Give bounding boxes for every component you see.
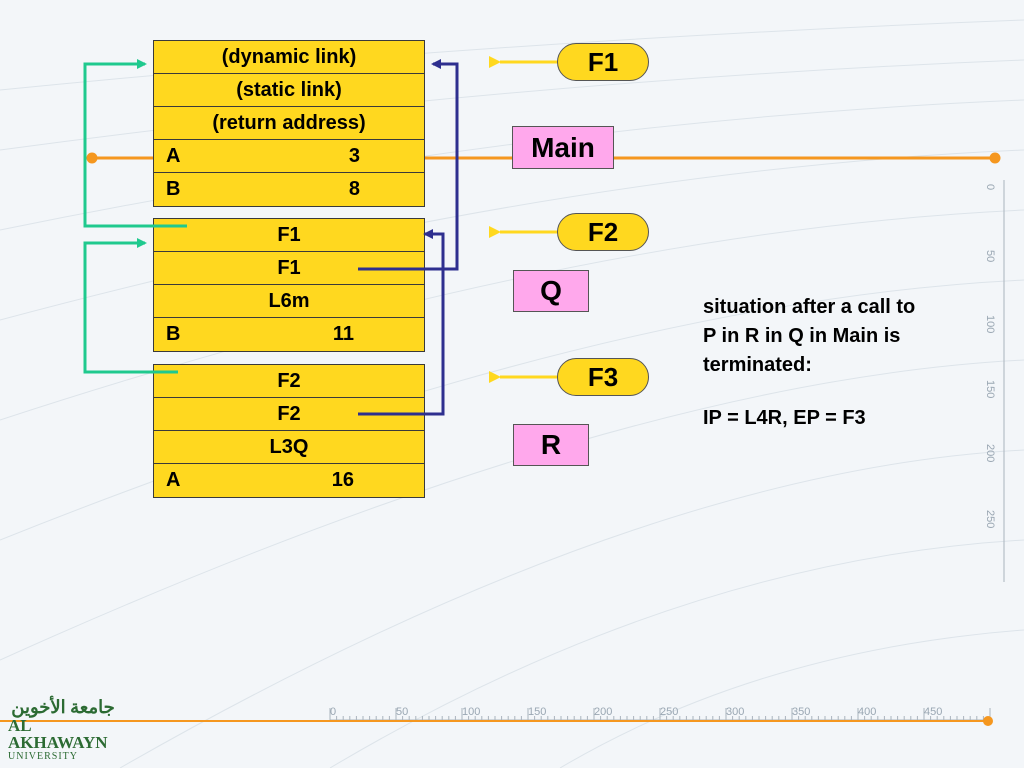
- variable-value: 11: [332, 322, 354, 345]
- cell-text: (static link): [236, 78, 342, 101]
- frame-cell-variable: B 8: [153, 172, 425, 207]
- variable-name: B: [166, 322, 181, 345]
- cell-text: (return address): [212, 111, 366, 134]
- ruler-label: 350: [792, 706, 811, 718]
- frame-badge-f3: F3: [557, 358, 649, 396]
- frame-cell-dynamic-link: F1: [153, 218, 425, 253]
- variable-value: 3: [348, 144, 360, 167]
- dynamic-link-arrow: [83, 59, 187, 228]
- frame-cell-variable: A 3: [153, 139, 425, 174]
- variable-value: 16: [331, 468, 354, 491]
- svg-text:100: 100: [984, 315, 996, 333]
- cell-text: F1: [277, 256, 301, 279]
- cell-text: F2: [277, 402, 301, 425]
- ruler-label: 0: [330, 706, 337, 718]
- frame-cell-dynamic-link: (dynamic link): [153, 40, 425, 75]
- logo-english: AL AKHAWAYN: [8, 716, 108, 752]
- ruler-label: 400: [858, 706, 877, 718]
- ruler-label: 200: [594, 706, 613, 718]
- register-values: IP = L4R, EP = F3: [703, 407, 866, 429]
- ruler-label: 50: [396, 706, 409, 718]
- variable-name: A: [166, 468, 181, 491]
- label-text: Main: [531, 131, 595, 163]
- label-text: Q: [540, 275, 562, 306]
- cell-text: L3Q: [269, 435, 309, 458]
- static-link-arrow: [358, 59, 459, 271]
- procedure-label-main: Main: [512, 126, 614, 169]
- variable-name: A: [166, 144, 181, 167]
- ruler-label: 450: [924, 706, 943, 718]
- cell-text: (dynamic link): [221, 45, 357, 68]
- description-line: situation after a call to: [703, 296, 916, 318]
- procedure-label-q: Q: [513, 270, 589, 312]
- frame-cell-return-address: L6m: [153, 284, 425, 319]
- svg-text:0: 0: [984, 184, 996, 190]
- cell-text: F2: [277, 369, 301, 392]
- logo-university: UNIVERSITY: [8, 751, 78, 762]
- svg-text:50: 50: [984, 250, 996, 262]
- activation-record-f2: F1 F1 L6m B 11: [153, 218, 425, 352]
- description-line: P in R in Q in Main is: [703, 325, 901, 347]
- cell-text: F1: [277, 223, 301, 246]
- badge-text: F2: [587, 216, 619, 247]
- ruler-label: 300: [726, 706, 745, 718]
- description-line: terminated:: [703, 354, 812, 376]
- frame-cell-return-address: L3Q: [153, 430, 425, 465]
- label-text: R: [540, 429, 562, 460]
- frame-cell-return-address: (return address): [153, 106, 425, 141]
- frame-cell-variable: B 11: [153, 317, 425, 352]
- activation-record-f3: F2 F2 L3Q A 16: [153, 364, 425, 498]
- variable-value: 8: [348, 177, 360, 200]
- cell-text: L6m: [268, 289, 310, 312]
- frame-badge-f1: F1: [557, 43, 649, 81]
- frame-cell-dynamic-link: F2: [153, 364, 425, 399]
- activation-record-f1: (dynamic link) (static link) (return add…: [153, 40, 425, 207]
- frame-cell-variable: A 16: [153, 463, 425, 498]
- svg-text:150: 150: [984, 380, 996, 398]
- badge-text: F3: [587, 361, 619, 392]
- static-link-arrow: [358, 229, 445, 416]
- svg-text:250: 250: [984, 510, 996, 528]
- ruler-label: 250: [660, 706, 679, 718]
- logo-arabic: جامعة الأخوين: [11, 697, 115, 717]
- procedure-label-r: R: [513, 424, 589, 466]
- ruler-label: 150: [528, 706, 547, 718]
- variable-name: B: [166, 177, 181, 200]
- svg-text:200: 200: [984, 444, 996, 462]
- situation-description: situation after a call to P in R in Q in…: [703, 293, 993, 433]
- dynamic-link-arrow: [83, 238, 178, 374]
- frame-badge-f2: F2: [557, 213, 649, 251]
- ruler-label: 100: [462, 706, 481, 718]
- horizontal-ruler: 0 50 100 150 200 250 300 350 400 450: [330, 706, 990, 720]
- university-logo: جامعة الأخوين AL AKHAWAYN UNIVERSITY: [8, 697, 118, 762]
- badge-text: F1: [587, 46, 619, 77]
- frame-cell-static-link: (static link): [153, 73, 425, 108]
